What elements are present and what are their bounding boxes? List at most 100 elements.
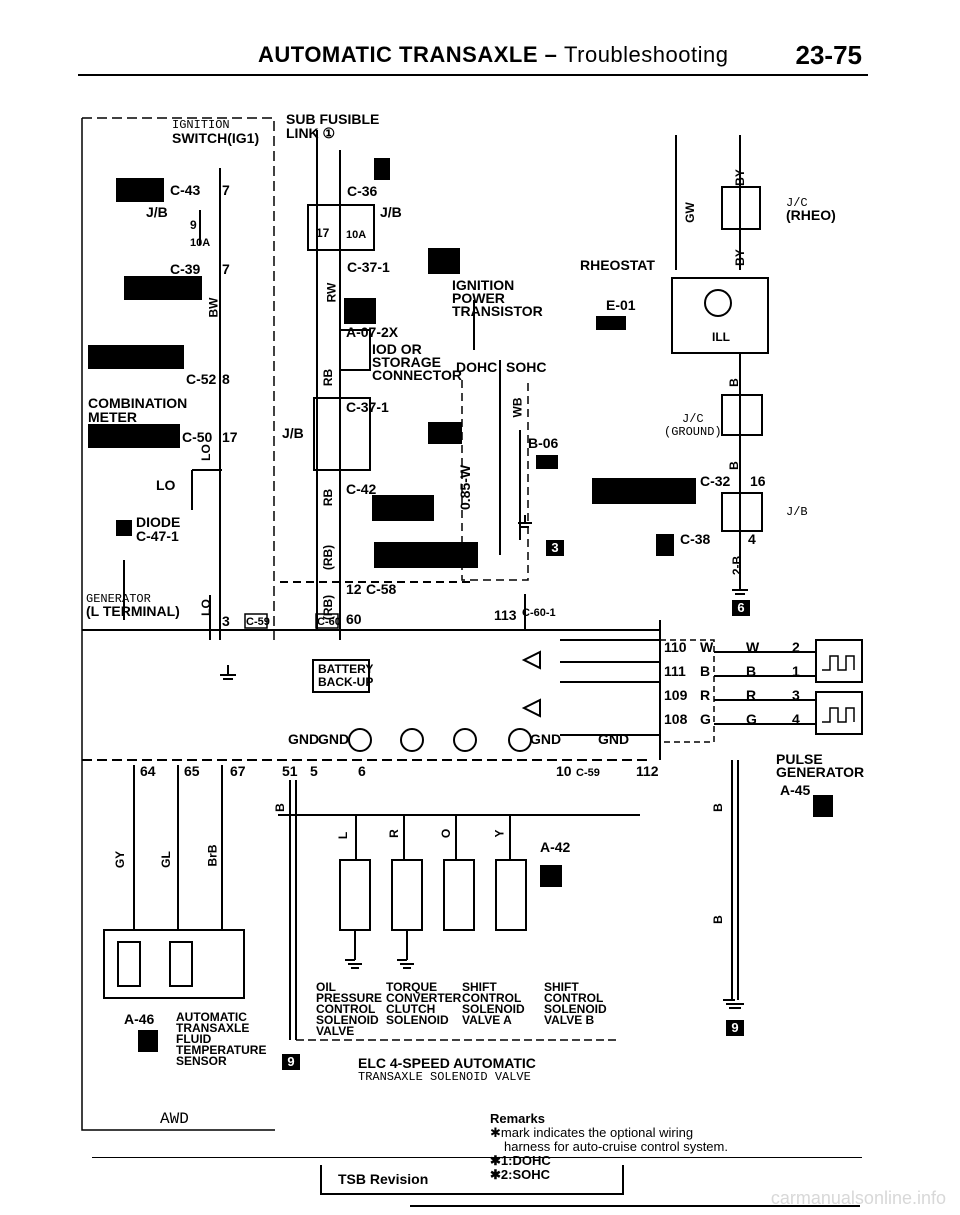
label-sb-d: VALVE B — [544, 1013, 595, 1027]
label-pin60: 60 — [346, 611, 362, 627]
label-pin7b: 7 — [222, 261, 230, 277]
label-lo1: LO — [156, 477, 176, 493]
title-dash: – — [544, 42, 558, 67]
label-sa-b: CONTROL — [462, 991, 522, 1005]
page-number: 23-75 — [795, 40, 863, 70]
label-tc-c: CLUTCH — [386, 1002, 436, 1016]
label-b-right: B — [746, 663, 757, 679]
label-e01: E-01 — [606, 297, 636, 313]
label-pin111: 111 — [664, 663, 686, 679]
label-sa-a: SHIFT — [462, 980, 497, 994]
label-sub-fusible-a: SUB FUSIBLE — [286, 111, 380, 127]
label-fuse17: 17 — [316, 226, 330, 240]
label-jc-rheo-b: (RHEO) — [786, 207, 836, 223]
label-iod-c: CONNECTOR — [372, 367, 462, 383]
footer-rule — [92, 1157, 862, 1158]
label-ign-power-c: TRANSISTOR — [452, 303, 543, 319]
label-battery-a: BATTERY — [318, 662, 374, 676]
label-pin12: 12 — [346, 581, 362, 597]
label-sohc: SOHC — [506, 359, 547, 375]
label-pin67: 67 — [230, 763, 246, 779]
label-fluid-e: SENSOR — [176, 1054, 227, 1068]
label-iod-a: IOD OR — [372, 341, 422, 357]
label-diode-a: DIODE — [136, 514, 181, 530]
label-fuse10a2: 10A — [346, 229, 367, 241]
label-w-right: W — [746, 639, 760, 655]
remarks-line2: harness for auto-cruise control system. — [504, 1139, 728, 1154]
wire-lo2: LO — [198, 599, 213, 616]
label-diode-b: C-47-1 — [136, 528, 179, 544]
label-gnd-3: GND — [530, 731, 562, 747]
tsb-revision-label: TSB Revision — [338, 1171, 429, 1187]
remarks-line4: ✱2:SOHC — [490, 1167, 551, 1182]
label-fuse10a: 10A — [190, 237, 211, 249]
label-jb4: J/B — [786, 505, 808, 519]
wire-by1: BY — [732, 169, 747, 186]
label-pin17: 17 — [222, 429, 238, 445]
wire-rb2: RB — [321, 488, 336, 507]
wire-2b: 2-B — [730, 555, 745, 576]
label-c36: C-36 — [347, 183, 378, 199]
label-p3: 3 — [792, 687, 800, 703]
ground-badge-9-left: 9 — [282, 1054, 300, 1070]
label-fluid-b: TRANSAXLE — [176, 1021, 250, 1035]
label-sa-c: SOLENOID — [462, 1002, 525, 1016]
label-c60: C-60 — [317, 616, 341, 628]
label-pin110: 110 — [664, 639, 687, 655]
remarks: Remarks ✱mark indicates the optional wir… — [490, 1112, 728, 1182]
label-sa-d: VALVE A — [462, 1013, 512, 1027]
label-combination-a: COMBINATION — [88, 395, 188, 411]
ground-badge-9-right: 9 — [726, 1020, 744, 1036]
label-pin65: 65 — [184, 763, 200, 779]
label-combination-b: METER — [88, 409, 137, 425]
label-ill: ILL — [712, 330, 730, 344]
wire-rb3: (RB) — [321, 544, 336, 571]
label-c43: C-43 — [170, 182, 201, 198]
label-sb-a: SHIFT — [544, 980, 579, 994]
ground-badge-3: 3 — [546, 540, 564, 556]
title-subtitle: Troubleshooting — [564, 42, 729, 67]
label-elc-b: TRANSAXLE SOLENOID VALVE — [358, 1070, 531, 1084]
label-w-left: W — [700, 639, 714, 655]
label-pin108: 108 — [664, 711, 688, 727]
label-c50: C-50 — [182, 429, 213, 445]
wire-bw: BW — [206, 297, 221, 318]
label-fluid-c: FLUID — [176, 1032, 212, 1046]
wire-rw: RW — [324, 282, 339, 303]
label-pulse-b: GENERATOR — [776, 764, 865, 780]
label-oil-b: PRESSURE — [316, 991, 383, 1005]
ground-badge-6: 6 — [732, 600, 750, 616]
label-tc-b: CONVERTER — [386, 991, 462, 1005]
label-pin113: 113 — [494, 607, 517, 623]
label-pin16: 16 — [750, 473, 766, 489]
label-a42: A-42 — [540, 839, 571, 855]
label-pin112: 112 — [636, 763, 659, 779]
label-p1: 1 — [792, 663, 800, 679]
label-pin8: 8 — [222, 371, 230, 387]
label-c42: C-42 — [346, 481, 377, 497]
label-c38: C-38 — [680, 531, 711, 547]
label-gnd-2: GND — [318, 731, 350, 747]
wire-b-left: B — [272, 803, 287, 812]
wire-gy: GY — [113, 850, 128, 869]
wire-y: Y — [492, 829, 507, 838]
label-tc-a: TORQUE — [386, 980, 438, 994]
wire-brb: BrB — [205, 844, 220, 867]
label-pin5: 5 — [310, 763, 318, 779]
label-battery-b: BACK-UP — [318, 675, 374, 689]
label-g-right: G — [746, 711, 757, 727]
bottom-rule — [410, 1205, 860, 1207]
page-title: AUTOMATIC TRANSAXLE – Troubleshooting — [258, 42, 728, 68]
label-c58: C-58 — [366, 581, 397, 597]
label-c601: C-60-1 — [522, 607, 556, 619]
wire-r: R — [386, 829, 401, 838]
label-c39: C-39 — [170, 261, 201, 277]
label-a072x: A-07-2X — [346, 324, 399, 340]
label-c52: C-52 — [186, 371, 217, 387]
label-gnd-4: GND — [598, 731, 630, 747]
remarks-line1: ✱mark indicates the optional wiring — [490, 1125, 694, 1140]
wire-rb4: (RB) — [321, 594, 336, 621]
label-oil-d: SOLENOID — [316, 1013, 379, 1027]
label-p4: 4 — [792, 711, 800, 727]
